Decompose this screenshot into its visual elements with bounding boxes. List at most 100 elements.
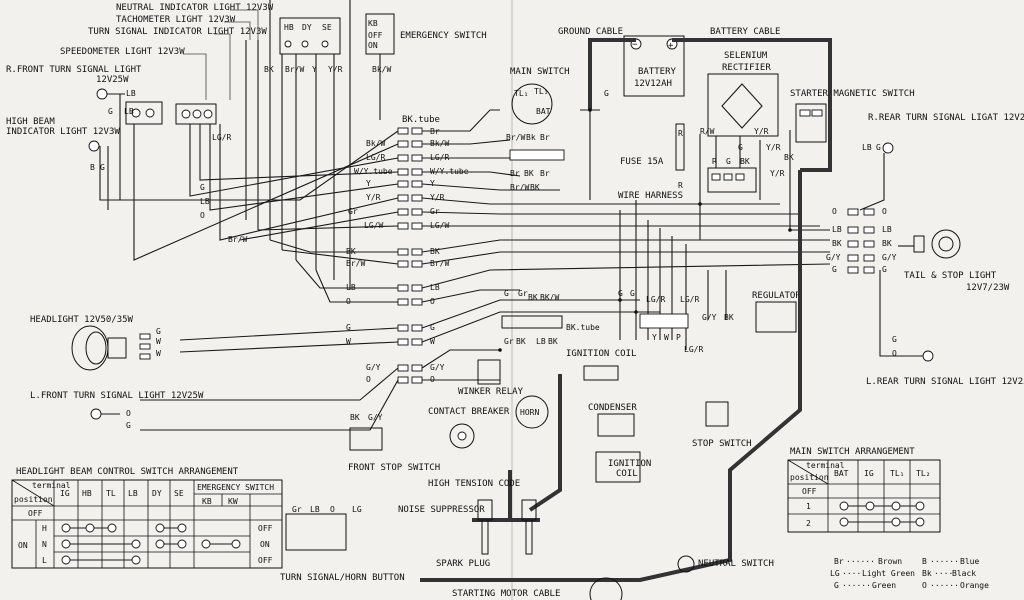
svg-text:BK: BK	[740, 157, 750, 166]
svg-text:······: ······	[842, 581, 871, 590]
svg-text:O: O	[882, 207, 887, 216]
svg-text:TL₂: TL₂	[916, 469, 930, 478]
svg-text:Br: Br	[540, 169, 550, 178]
svg-text:G: G	[832, 265, 837, 274]
main-switch-table: MAIN SWITCH ARRANGEMENT terminal positio…	[787, 447, 941, 533]
svg-text:IG: IG	[864, 469, 874, 478]
tachometer-light-label: TACHOMETER LIGHT 12V3W	[116, 15, 236, 25]
svg-text:B: B	[90, 163, 95, 172]
svg-text:LG/W: LG/W	[364, 221, 383, 230]
svg-text:G: G	[100, 163, 105, 172]
svg-text:position: position	[790, 473, 829, 482]
svg-text:HORN: HORN	[520, 408, 539, 417]
svg-text:O: O	[366, 375, 371, 384]
svg-text:2: 2	[806, 519, 811, 528]
headlight-table-title: HEADLIGHT BEAM CONTROL SWITCH ARRANGEMEN…	[16, 467, 239, 477]
svg-text:······: ······	[930, 557, 959, 566]
svg-text:······: ······	[930, 581, 959, 590]
svg-text:G/Y: G/Y	[430, 363, 445, 372]
rf-turn-lamp-icon	[96, 88, 125, 100]
svg-text:ON: ON	[368, 41, 378, 50]
svg-text:G/Y: G/Y	[368, 413, 383, 422]
svg-text:W: W	[664, 333, 669, 342]
svg-text:−: −	[632, 40, 638, 50]
svg-text:P: P	[676, 333, 681, 342]
color-legend: Br······Brown B······Blue LG····Light Gr…	[830, 557, 989, 590]
svg-text:OFF: OFF	[258, 524, 273, 533]
starting-motor-label: STARTING MOTOR CABLE	[452, 589, 560, 599]
svg-text:OFF: OFF	[258, 556, 273, 565]
headlight-label: HEADLIGHT 12V50/35W	[30, 315, 134, 325]
svg-text:DY: DY	[302, 23, 312, 32]
svg-text:R/W: R/W	[700, 127, 715, 136]
svg-text:Br: Br	[834, 557, 844, 566]
legend-item: Br······Brown B······Blue LG····Light Gr…	[830, 557, 989, 590]
svg-text:R: R	[678, 129, 683, 138]
svg-text:LB: LB	[200, 197, 210, 206]
svg-text:LB: LB	[310, 505, 320, 514]
svg-text:LG: LG	[830, 569, 840, 578]
lf-turn-lamp: L.FRONT TURN SIGNAL LIGHT 12V25W O G	[30, 391, 204, 430]
speedometer-light-label: SPEEDOMETER LIGHT 12V3W	[60, 47, 185, 57]
svg-text:Y/R: Y/R	[430, 193, 445, 202]
svg-text:terminal: terminal	[32, 481, 71, 490]
svg-text:BK: BK	[548, 337, 558, 346]
svg-text:DY: DY	[152, 489, 162, 498]
svg-text:Y/R: Y/R	[766, 143, 781, 152]
svg-text:HB: HB	[82, 489, 92, 498]
svg-text:position: position	[14, 495, 53, 504]
regulator-label: REGULATOR	[752, 291, 801, 301]
svg-text:KW: KW	[228, 497, 238, 506]
svg-text:LB: LB	[882, 225, 892, 234]
svg-text:G: G	[126, 421, 131, 430]
svg-text:BK/W: BK/W	[540, 293, 559, 302]
svg-text:O: O	[892, 349, 897, 358]
svg-text:LG: LG	[352, 505, 362, 514]
emergency-switch-box: KB OFF ON EMERGENCY SWITCH	[365, 13, 487, 55]
svg-text:O: O	[200, 211, 205, 220]
svg-text:W: W	[430, 337, 435, 346]
svg-text:Y/R: Y/R	[754, 127, 769, 136]
svg-text:LB: LB	[832, 225, 842, 234]
svg-text:G/Y: G/Y	[826, 253, 841, 262]
tail-stop-label: TAIL & STOP LIGHT	[904, 271, 997, 281]
winker-relay: WINKER RELAY	[458, 359, 524, 397]
svg-text:Gr: Gr	[348, 207, 358, 216]
svg-text:Light Green: Light Green	[862, 569, 915, 578]
svg-text:Bk: Bk	[526, 133, 536, 142]
svg-text:LB: LB	[126, 89, 136, 98]
svg-text:BK: BK	[784, 153, 794, 162]
svg-text:OFF: OFF	[368, 31, 383, 40]
battery-cable-label: BATTERY CABLE	[710, 27, 780, 37]
svg-text:ON: ON	[260, 540, 270, 549]
svg-text:G/Y: G/Y	[882, 253, 897, 262]
stop-switch: STOP SWITCH	[692, 401, 752, 449]
svg-text:BK: BK	[430, 247, 440, 256]
svg-text:G: G	[200, 183, 205, 192]
svg-text:+: +	[668, 41, 674, 51]
svg-text:KB: KB	[202, 497, 212, 506]
svg-text:LB: LB	[862, 143, 872, 152]
svg-text:EMERGENCY SWITCH: EMERGENCY SWITCH	[197, 483, 274, 492]
svg-text:BK: BK	[264, 65, 274, 74]
svg-text:Br/W: Br/W	[506, 133, 525, 142]
svg-text:G: G	[618, 289, 623, 298]
svg-text:G: G	[834, 581, 839, 590]
ignition-coil-bottom: IGNITION COIL	[595, 451, 651, 483]
svg-text:BK: BK	[528, 293, 538, 302]
high-beam-label-1: HIGH BEAM	[6, 117, 55, 127]
svg-text:N: N	[42, 540, 47, 549]
svg-text:IG: IG	[60, 489, 70, 498]
svg-text:SE: SE	[322, 23, 332, 32]
svg-text:G: G	[892, 335, 897, 344]
svg-text:Y: Y	[312, 65, 317, 74]
selenium-rectifier: SELENIUM RECTIFIER R/WGY/R	[700, 51, 779, 152]
svg-text:G: G	[630, 289, 635, 298]
svg-text:Orange: Orange	[960, 581, 989, 590]
